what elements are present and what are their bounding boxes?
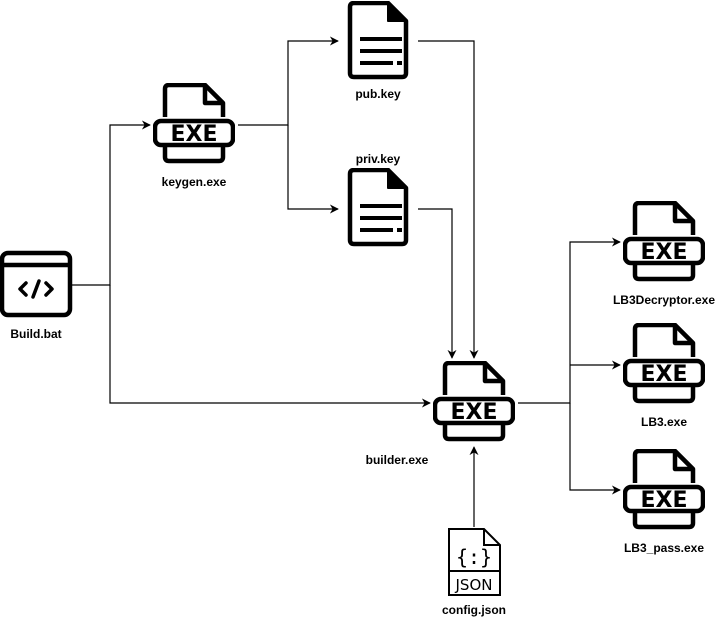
- edge-builder-to-lb3pass: [569, 403, 621, 495]
- node-label-lb3-pass: LB3_pass.exe: [623, 541, 705, 555]
- edge-build-to-builder: [109, 285, 431, 408]
- node-label-config: config.json: [442, 603, 506, 617]
- node-label-builder: builder.exe: [365, 453, 429, 467]
- svg-text:JSON: JSON: [455, 576, 493, 594]
- node-label-lb3decryptor: LB3Decryptor.exe: [612, 293, 716, 307]
- node-label-priv-key: priv.key: [355, 152, 401, 166]
- edge-privkey-to-builder: [418, 208, 457, 359]
- edge-keygen-to-pubkey: [238, 36, 339, 126]
- edge-build-to-keygen: [72, 120, 151, 286]
- node-label-lb3: LB3.exe: [640, 415, 688, 429]
- edge-keygen-to-privkey: [287, 125, 339, 214]
- node-label-keygen: keygen.exe: [161, 175, 227, 189]
- node-label-build-bat: Build.bat: [10, 327, 62, 341]
- code-window-icon[interactable]: [0, 250, 73, 318]
- exe-file-icon[interactable]: [435, 363, 513, 439]
- edge-pubkey-to-builder: [418, 40, 479, 359]
- exe-file-icon[interactable]: [155, 85, 233, 161]
- document-icon[interactable]: [350, 3, 406, 77]
- node-label-pub-key: pub.key: [355, 87, 401, 101]
- exe-file-icon[interactable]: [625, 325, 703, 401]
- document-icon[interactable]: [350, 170, 406, 244]
- edge-builder-to-lb3decryptor: [518, 237, 621, 404]
- exe-file-icon[interactable]: [625, 203, 703, 279]
- exe-file-icon[interactable]: [625, 451, 703, 527]
- json-file-icon[interactable]: {:} JSON: [448, 528, 501, 596]
- svg-text:{:}: {:}: [456, 545, 492, 569]
